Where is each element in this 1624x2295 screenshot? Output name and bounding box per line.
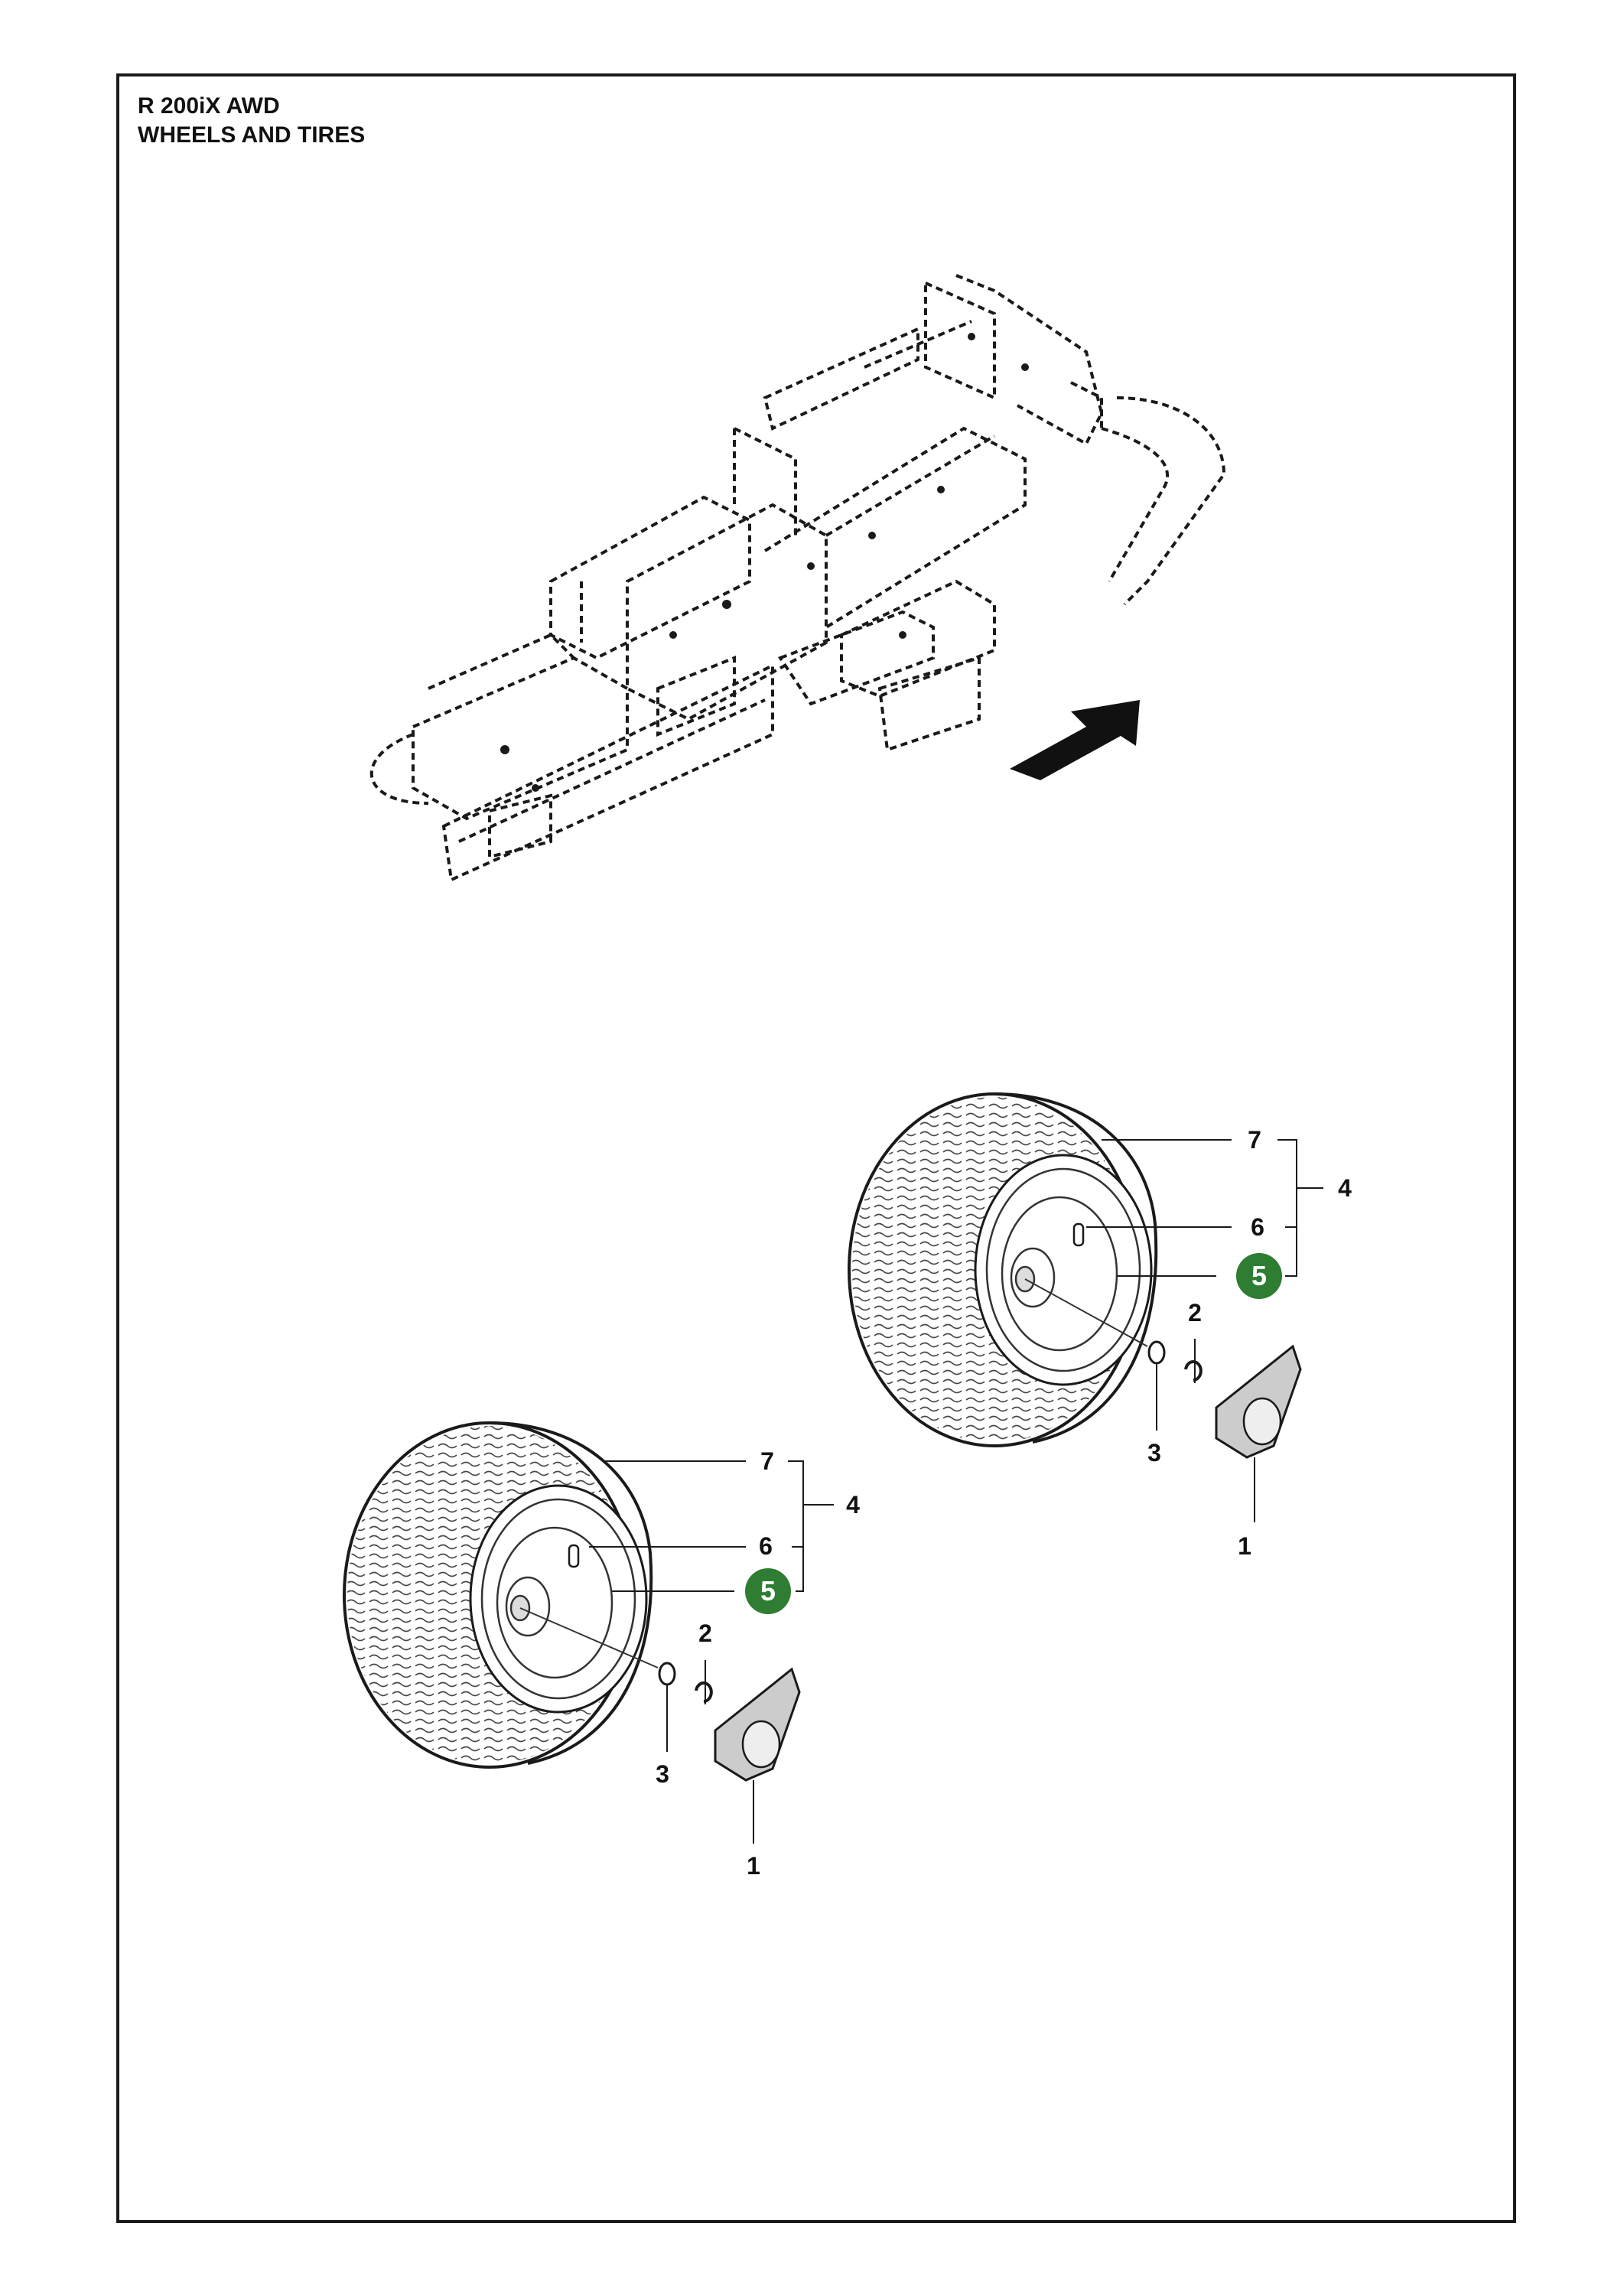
lower-leaders xyxy=(589,1460,834,1844)
lower-cap-icon xyxy=(714,1667,801,1782)
chassis-frame xyxy=(369,274,1226,882)
upper-callout-5: 5 xyxy=(1251,1260,1267,1291)
lower-callout-5-badge: 5 xyxy=(745,1568,791,1614)
upper-callout-4: 4 xyxy=(1338,1174,1352,1202)
direction-arrow-icon xyxy=(1010,700,1140,780)
lower-clip-icon xyxy=(695,1681,713,1703)
lower-callout-7: 7 xyxy=(760,1447,774,1475)
upper-cap-icon xyxy=(1215,1344,1302,1459)
lower-valve-stem-icon xyxy=(568,1544,580,1568)
upper-callout-5-badge: 5 xyxy=(1236,1253,1282,1299)
lower-callout-3: 3 xyxy=(656,1760,669,1788)
upper-callout-7: 7 xyxy=(1248,1126,1261,1154)
upper-callout-2: 2 xyxy=(1188,1299,1202,1327)
lower-callout-2: 2 xyxy=(698,1620,712,1647)
page-frame xyxy=(116,73,1516,2223)
upper-callout-6: 6 xyxy=(1251,1213,1264,1241)
model-title: R 200iX AWD xyxy=(138,93,280,119)
lower-callout-6: 6 xyxy=(759,1532,773,1560)
upper-wheel-assembly xyxy=(848,1092,1302,1459)
lower-callout-1: 1 xyxy=(747,1852,760,1880)
frame-holes xyxy=(500,333,1029,792)
title-block: R 200iX AWD WHEELS AND TIRES xyxy=(138,92,365,150)
section-title: WHEELS AND TIRES xyxy=(138,122,366,148)
upper-washer-icon xyxy=(1147,1340,1166,1365)
upper-valve-stem-icon xyxy=(1072,1222,1085,1247)
upper-clip-icon xyxy=(1184,1360,1203,1382)
lower-washer-icon xyxy=(658,1662,676,1686)
lower-callout-4: 4 xyxy=(846,1491,860,1519)
upper-leaders xyxy=(1086,1139,1323,1522)
upper-callout-1: 1 xyxy=(1238,1532,1251,1560)
lower-wheel-assembly xyxy=(343,1421,801,1782)
lower-callout-5: 5 xyxy=(760,1575,776,1606)
upper-callout-3: 3 xyxy=(1147,1439,1161,1467)
